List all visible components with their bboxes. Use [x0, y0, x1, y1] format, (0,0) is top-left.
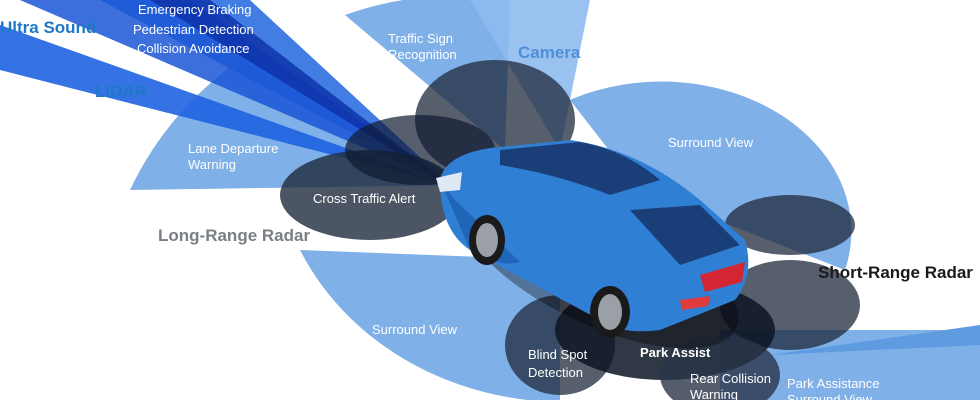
sensor-ultra-sound: Ultra Sound — [0, 18, 96, 37]
lidar-beam-mid — [20, 0, 450, 185]
label-park-assist: Park Assist — [640, 345, 711, 360]
label-blind-spot-1: Blind Spot — [528, 347, 588, 362]
sensor-lidar: LIDAR — [95, 82, 147, 101]
surround-view-right-strip — [770, 325, 980, 355]
lidar-beam-inner — [0, 25, 450, 185]
feature-pedestrian-detection: Pedestrian Detection — [133, 22, 254, 37]
label-lane-departure-1: Lane Departure — [188, 141, 278, 156]
label-blind-spot-2: Detection — [528, 365, 583, 380]
sensor-long-range-radar: Long-Range Radar — [158, 226, 310, 245]
label-surround-view-left: Surround View — [372, 322, 458, 337]
label-rear-collision-1: Rear Collision — [690, 371, 771, 386]
feature-collision-avoidance: Collision Avoidance — [137, 41, 250, 56]
label-park-assistance-1: Park Assistance — [787, 376, 880, 391]
sensor-camera: Camera — [518, 43, 581, 62]
feature-emergency-braking: Emergency Braking — [138, 2, 251, 17]
car — [436, 140, 749, 349]
label-lane-departure-2: Warning — [188, 157, 236, 172]
label-traffic-sign-1: Traffic Sign — [388, 31, 453, 46]
label-rear-collision-2: Warning — [690, 387, 738, 400]
right-dark-zone — [725, 195, 855, 255]
rear-collision-dark-zone — [660, 335, 780, 400]
label-cross-traffic-alert: Cross Traffic Alert — [313, 191, 416, 206]
label-park-assistance-2: Surround View — [787, 392, 873, 400]
sensor-short-range-radar: Short-Range Radar — [818, 263, 973, 282]
label-surround-view-right: Surround View — [668, 135, 754, 150]
label-traffic-sign-2: Recognition — [388, 47, 457, 62]
